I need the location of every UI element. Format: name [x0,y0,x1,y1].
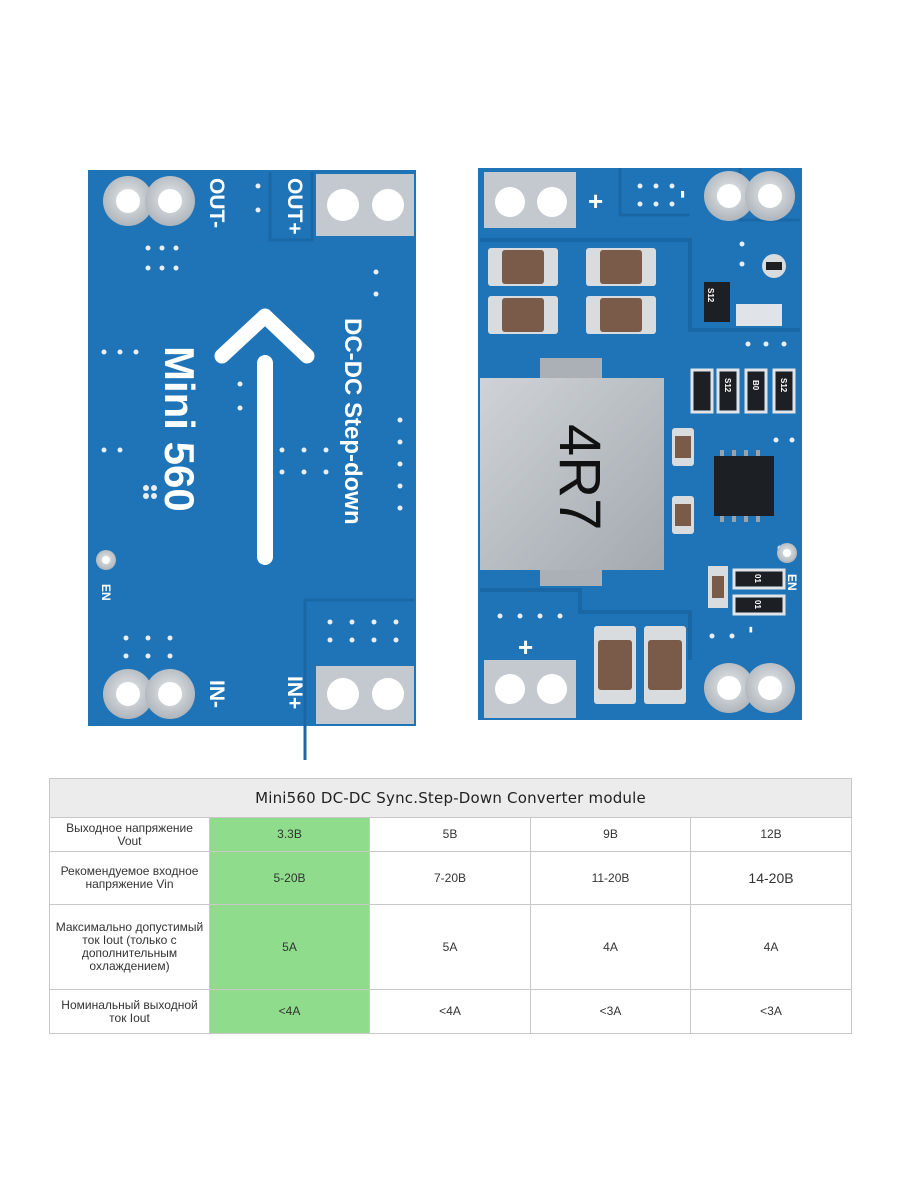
left-out-plus-pads [316,174,414,236]
ic-chip [714,450,774,522]
right-top-plus-pads [484,172,576,228]
capacitors-top [488,248,656,334]
pcb-illustration: OUT- OUT+ Mini 560 DC-DC Step-down IN- I… [88,168,802,760]
cell: 7-20В [369,851,531,905]
resistor-label-2: B0 [751,380,760,391]
resistor-label-1: S12 [706,288,715,303]
cell-3v3: 5А [209,904,370,990]
spec-table: Mini560 DC-DC Sync.Step-Down Converter m… [48,778,853,1034]
cell: 4А [530,904,691,990]
left-in-plus-pads [316,666,414,724]
cell: 9В [530,817,691,852]
cell: 14-20В [689,851,853,905]
cell: 5В [369,817,531,852]
label-minus-bottom: - [740,626,765,633]
cell: 12В [689,817,853,852]
label-in-minus: IN- [205,680,228,708]
label-out-minus: OUT- [205,178,228,228]
left-out-minus-pads [103,176,195,226]
capacitors-bottom [594,626,686,704]
label-out-plus: OUT+ [283,178,306,235]
resistor-label-3: S12 [723,378,732,393]
label-en-right: EN [785,574,799,591]
board-subtitle: DC-DC Step-down [339,318,366,525]
table-row: Выходное напряжение Vout 3.3В 5В 9В 12В [49,817,853,852]
right-top-minus-pads [704,171,795,221]
resistor-label-6: 01 [753,600,762,609]
product-photo: OUT- OUT+ Mini 560 DC-DC Step-down IN- I… [88,168,802,760]
cell: <4А [369,989,531,1034]
right-bottom-plus-pads [484,660,576,718]
arrow-icon [214,308,315,565]
right-bottom-minus-pads [704,663,795,713]
cell-3v3: 3.3В [209,817,370,852]
right-board: 4R7 S12 B0 [478,168,802,720]
cell-3v3: <4А [209,989,370,1034]
row-label: Номинальный выходной ток Iout [49,989,210,1034]
left-board: OUT- OUT+ Mini 560 DC-DC Step-down IN- I… [88,170,416,760]
left-board-pcb [88,170,416,726]
table-row: Номинальный выходной ток Iout <4А <4А <3… [49,989,853,1034]
cell: 5А [369,904,531,990]
resistor-label-4: S12 [779,378,788,393]
table-row: Рекомендуемое входное напряжение Vin 5-2… [49,851,853,905]
row-label: Выходное напряжение Vout [49,817,210,852]
cell: <3А [689,989,853,1034]
cell: 11-20В [530,851,691,905]
table-title: Mini560 DC-DC Sync.Step-Down Converter m… [48,778,853,818]
resistor-label-5: 01 [753,574,762,583]
label-plus-top: + [588,186,603,216]
label-plus-bottom: + [518,632,533,662]
row-label: Максимально допустимый ток Iout (только … [49,904,210,990]
label-in-plus: IN+ [283,676,306,709]
table-row: Максимально допустимый ток Iout (только … [49,904,853,990]
row-label: Рекомендуемое входное напряжение Vin [49,851,210,905]
left-in-minus-pads [103,669,195,719]
cell-3v3: 5-20В [209,851,370,905]
inductor: 4R7 [480,358,664,586]
board-title: Mini 560 [156,346,203,512]
label-en: EN [99,584,113,601]
cell: 4А [689,904,853,990]
resistors [690,368,796,616]
label-minus-top: - [670,190,700,199]
inductor-label: 4R7 [547,424,612,530]
cell: <3А [530,989,691,1034]
